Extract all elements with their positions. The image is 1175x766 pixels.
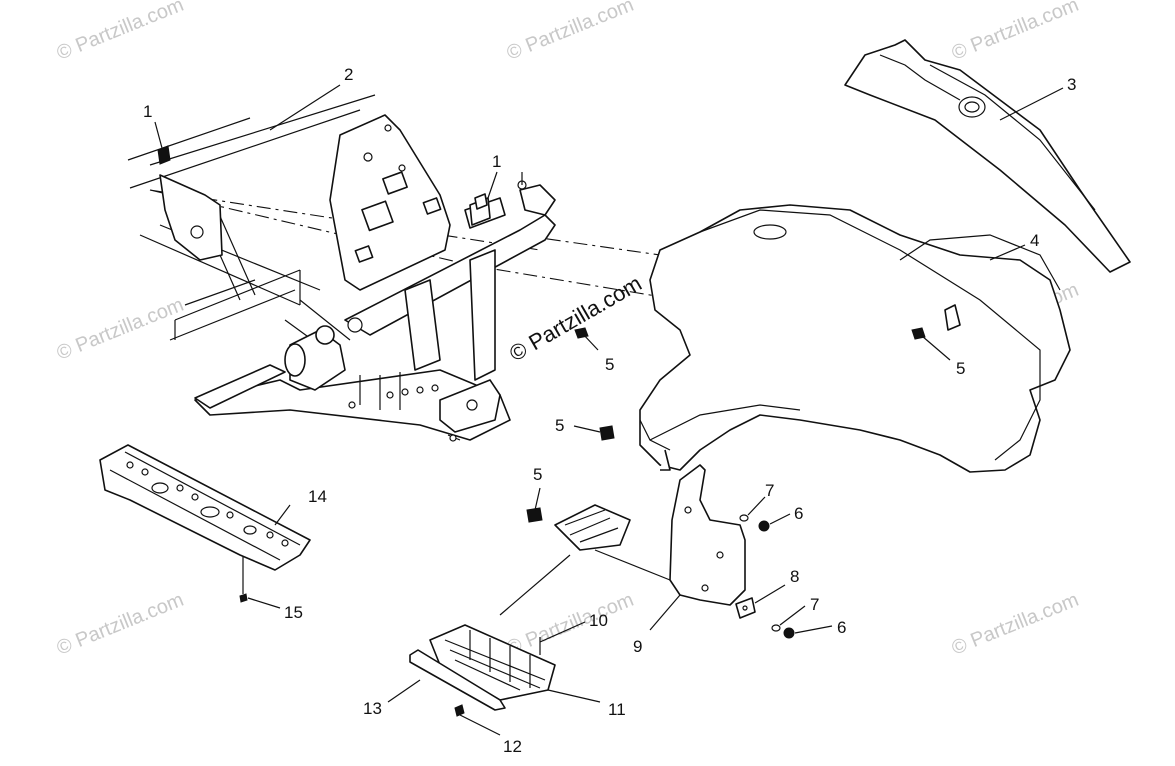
callout-12: 12: [503, 737, 522, 756]
callout-10: 10: [589, 611, 608, 630]
callout-5: 5: [605, 355, 614, 374]
watermark: © Partzilla.com: [949, 589, 1082, 660]
footrest-bar-part-13: [409, 649, 506, 711]
watermark: © Partzilla.com: [504, 589, 637, 660]
watermark: © Partzilla.com: [54, 294, 187, 365]
bracket-part-1: [157, 145, 491, 226]
callout-8: 8: [790, 567, 799, 586]
callout-5: 5: [956, 359, 965, 378]
fastener-part-12: [454, 704, 465, 717]
watermark: © Partzilla.com: [949, 0, 1082, 65]
callout-1: 1: [492, 152, 501, 171]
callout-4: 4: [1030, 231, 1039, 250]
front-fender-part-4: [639, 204, 1071, 473]
watermark: © Partzilla.com: [504, 0, 637, 65]
callout-2: 2: [344, 65, 353, 84]
rack-part-3: [844, 39, 1131, 273]
callout-5: 5: [555, 416, 564, 435]
callout-7: 7: [810, 595, 819, 614]
callout-13: 13: [363, 699, 382, 718]
mud-flap-part-9: [669, 464, 746, 606]
callout-9: 9: [633, 637, 642, 656]
callout-6: 6: [837, 618, 846, 637]
callout-15: 15: [284, 603, 303, 622]
skid-plate-part-14: [99, 444, 311, 571]
leader-lines: [154, 84, 1064, 736]
callout-5: 5: [533, 465, 542, 484]
watermark: © Partzilla.com: [54, 589, 187, 660]
watermark-center: © Partzilla.com: [505, 271, 646, 367]
callout-14: 14: [308, 487, 327, 506]
callout-7: 7: [765, 481, 774, 500]
footrest-bracket: [554, 504, 631, 551]
watermark: © Partzilla.com: [54, 0, 187, 65]
callout-3: 3: [1067, 75, 1076, 94]
callout-11: 11: [608, 700, 626, 719]
frame-part: [127, 94, 556, 442]
callout-6: 6: [794, 504, 803, 523]
callout-1: 1: [143, 102, 152, 121]
callout-labels: 1 2 1 3 4 5 5 5 5 7 6 14 15 8 7 6 10 9 1…: [143, 65, 1076, 756]
